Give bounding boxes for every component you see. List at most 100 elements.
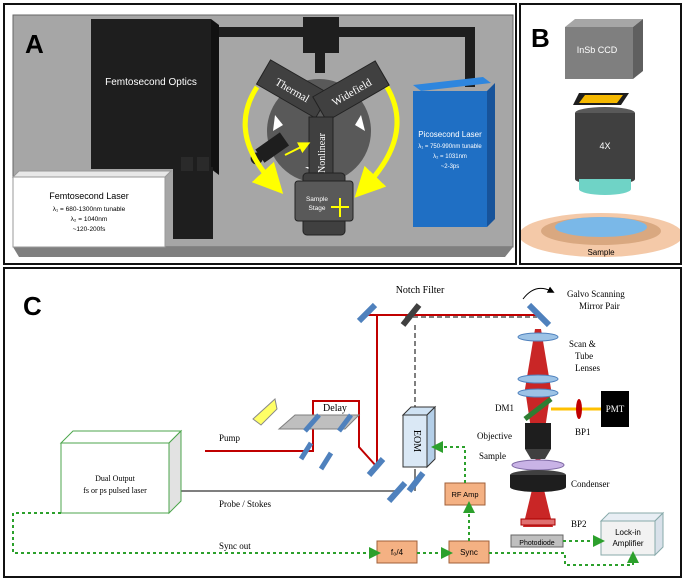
femto-laser-line2: λ₂ = 1040nm (71, 216, 108, 223)
beam-tube-down (465, 27, 475, 87)
beam-tube-right (335, 27, 475, 37)
pmt-box (601, 391, 629, 427)
femtosecond-laser-box (12, 176, 166, 248)
panel-b: InSb CCD 4X Sample B (519, 3, 683, 265)
femto-laser-line3: ~120-200fs (73, 226, 106, 233)
table-edge (13, 247, 513, 257)
pump-beam-up (376, 314, 405, 467)
femto-coupler-knob-2 (197, 157, 209, 171)
panel-a: Femtosecond Optics Femtosecond Laser λ₁ … (3, 3, 517, 265)
mirror-top-left (356, 302, 378, 324)
probe-stokes-label: Probe / Stokes (219, 499, 271, 509)
sync-out-line (12, 512, 381, 559)
lockin-side (654, 511, 664, 557)
objective-label: 4X (599, 141, 610, 151)
objective-body (575, 113, 635, 179)
femto-laser-line1: λ₁ = 680-1300nm tunable (53, 206, 126, 213)
sample-stage-label-1: Sample (306, 196, 328, 203)
femtosecond-optics-box (91, 19, 211, 169)
dual-output-label-1: Dual Output (95, 474, 136, 483)
dm1-label: DM1 (495, 403, 514, 413)
pump-mirror-1 (298, 441, 314, 461)
panel-b-label: B (531, 23, 550, 53)
sync-out-label: Sync out (219, 541, 251, 551)
mirror-pump-bottom (366, 457, 386, 477)
delay-stage (277, 414, 361, 430)
beam-tube-top (205, 27, 305, 37)
eom-side (426, 405, 436, 469)
eom-label: EOM (411, 430, 422, 452)
galvo-rotate-arrow (522, 286, 555, 300)
dichroic-mirror (523, 397, 553, 421)
pico-laser-line1: λ₁ = 750-990nm tunable (418, 144, 482, 150)
panel-b-drawing: InSb CCD 4X Sample (519, 19, 683, 257)
sample-label: Sample (587, 248, 615, 257)
ccd-top (565, 19, 643, 27)
lockin-box (600, 520, 656, 556)
pump-mirror-2 (318, 451, 334, 471)
sync-label: Sync (460, 548, 478, 557)
galvo-label-1: Galvo Scanning (567, 289, 625, 299)
sample-stage-plate (294, 180, 354, 222)
pump-label: Pump (219, 433, 241, 443)
periscope-box (303, 17, 339, 53)
notch-filter-element (400, 303, 422, 327)
delay-mirror-1 (303, 413, 321, 433)
delay-mirror-2 (337, 413, 353, 433)
panel-c-drawing: Delay Notch Filter Galvo Scanning Mirror… (12, 285, 665, 566)
laser-top (59, 430, 183, 444)
bp1-filter (576, 399, 582, 419)
lockin-label-1: Lock-in (615, 528, 641, 537)
panel-c: Delay Notch Filter Galvo Scanning Mirror… (3, 267, 682, 578)
panel-a-drawing: Femtosecond Optics Femtosecond Laser λ₁ … (11, 14, 514, 257)
tube-lens-2 (517, 388, 559, 398)
delay-label: Delay (323, 403, 347, 414)
objective-tip (525, 449, 551, 459)
turret-notch-1 (273, 115, 283, 131)
scan-label-2: Tube (575, 351, 593, 361)
periscope-stem (315, 51, 325, 73)
pump-beam-delay (205, 400, 378, 468)
eom-box (402, 414, 428, 468)
scan-beam-cone (525, 329, 551, 389)
tube-lens-1 (517, 374, 559, 384)
pico-laser-top (413, 77, 491, 91)
bp2-label: BP2 (571, 519, 587, 529)
femto-laser-title: Femtosecond Laser (49, 191, 129, 201)
turret-notch-2 (355, 115, 365, 131)
sample-stage-label-2: Stage (309, 205, 326, 212)
scan-label-3: Lenses (575, 363, 600, 373)
lockin-top (599, 512, 665, 522)
panel-a-label: A (25, 29, 44, 59)
sync-to-lockin (489, 551, 639, 566)
sensor-chip (579, 95, 623, 103)
fo4-label: f₀/4 (391, 548, 404, 557)
ccd-side (633, 19, 643, 79)
bp1-label: BP1 (575, 427, 591, 437)
notch-filter-label: Notch Filter (396, 285, 445, 296)
galvo-mirror (526, 302, 552, 328)
left-curved-arrow (242, 85, 284, 195)
dual-output-label-2: fs or ps pulsed laser (83, 486, 147, 495)
mirror-probe-2 (406, 471, 426, 493)
laser-side (168, 429, 182, 515)
condenser-label: Condenser (571, 479, 610, 489)
femtosecond-optics-label: Femtosecond Optics (105, 77, 197, 88)
sample-slide (511, 459, 565, 471)
pmt-label: PMT (606, 404, 625, 414)
pico-laser-side (487, 83, 495, 227)
galvo-label-2: Mirror Pair (579, 301, 620, 311)
pico-laser-line2: λ₂ = 1031nm (433, 154, 467, 160)
femto-coupler-knob-1 (181, 157, 193, 171)
scan-lens-1 (517, 332, 559, 342)
sample-drop (555, 217, 647, 237)
objective-label: Objective (477, 431, 512, 441)
delay-arrow (252, 398, 278, 426)
photodiode-label: Photodiode (519, 540, 555, 547)
picosecond-laser-box (413, 91, 487, 227)
right-curved-arrow (354, 85, 400, 198)
pico-laser-title: Picosecond Laser (418, 130, 482, 139)
rfamp-to-eom (431, 441, 466, 483)
ccd-box (565, 27, 633, 79)
femto-optics-side (211, 19, 219, 175)
